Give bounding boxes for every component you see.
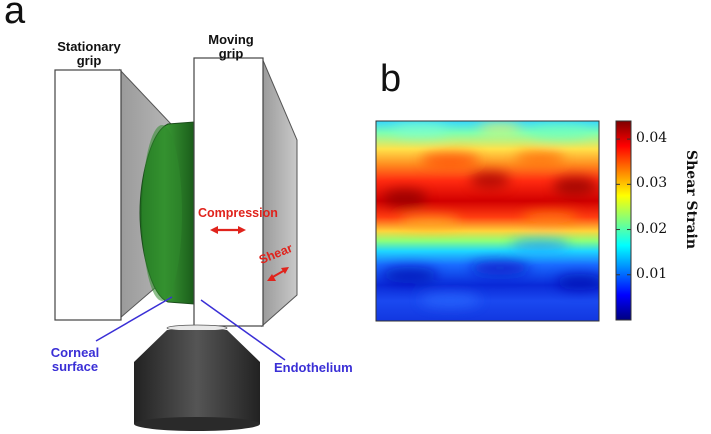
endothelium-pointer <box>200 299 286 361</box>
stationary-grip-label-line1: Stationary <box>57 39 121 54</box>
colorbar-tick-label-0.01: 0.01 <box>636 265 668 282</box>
stationary-grip-label-line2: grip <box>76 53 102 68</box>
panel-b-letter: b <box>380 58 402 100</box>
colorbar-title: Shear Strain <box>683 150 699 250</box>
colorbar-tick-marks <box>616 138 631 276</box>
colorbar-tick-label-0.02: 0.02 <box>636 220 668 237</box>
compression-arrow <box>210 226 246 234</box>
corneal-surface-label-line1: Corneal <box>50 345 100 360</box>
stationary-grip-label: Stationary grip <box>54 40 124 68</box>
corneal-surface-label: Corneal surface <box>44 346 106 374</box>
objective-lens <box>134 324 260 431</box>
corneal-surface-label-line2: surface <box>51 359 99 374</box>
corneal-surface-pointer <box>95 296 173 342</box>
cornea-tissue <box>139 121 195 305</box>
moving-grip-label: Moving grip <box>196 33 266 61</box>
colorbar <box>615 120 632 321</box>
endothelium-label: Endothelium <box>274 360 353 375</box>
panel-a-letter: a <box>4 0 26 32</box>
shear-arrow <box>267 267 289 281</box>
moving-grip-label-line1: Moving <box>208 32 254 47</box>
colorbar-tick-label-0.03: 0.03 <box>636 175 668 192</box>
colorbar-tick-label-0.04: 0.04 <box>636 130 668 147</box>
moving-grip <box>193 57 298 328</box>
shear-strain-heatmap <box>375 120 600 322</box>
compression-label: Compression <box>198 206 278 220</box>
moving-grip-label-line2: grip <box>218 46 244 61</box>
